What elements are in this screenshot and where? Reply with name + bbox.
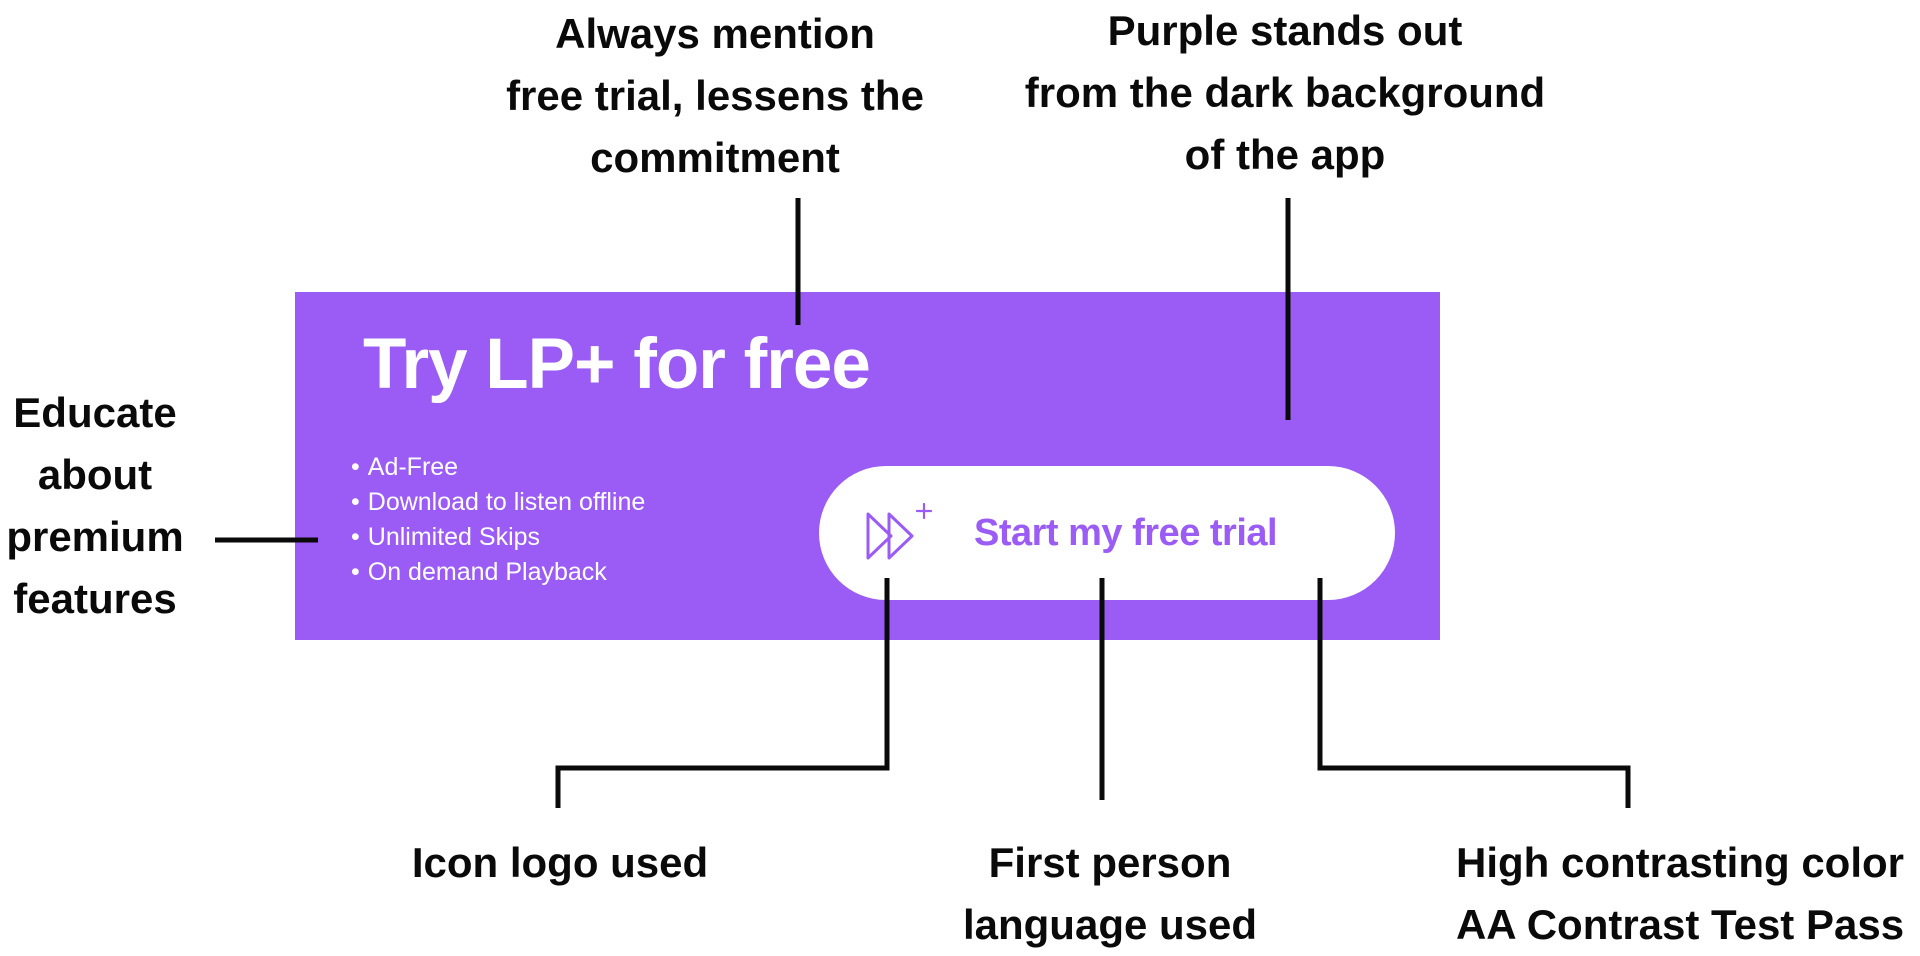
cta-label: Start my free trial xyxy=(974,512,1278,554)
banner-title: Try LP+ for free xyxy=(363,325,871,404)
callout-line: First person xyxy=(988,839,1232,886)
callout-line: premium xyxy=(6,513,184,560)
callout-line: language used xyxy=(962,901,1258,948)
start-free-trial-button[interactable]: Start my free trial xyxy=(819,466,1395,600)
callout-first-person: First person language used xyxy=(920,832,1300,956)
callout-line: High contrasting color xyxy=(1455,839,1904,886)
feature-label: Unlimited Skips xyxy=(367,523,541,551)
feature-item: •On demand Playback xyxy=(351,555,645,590)
callout-educate: Educate about premium features xyxy=(0,382,195,630)
bullet: • xyxy=(351,558,360,586)
fast-forward-plus-icon xyxy=(866,502,933,560)
feature-item: •Ad-Free xyxy=(351,450,645,485)
callout-contrast: High contrasting color AA Contrast Test … xyxy=(1440,832,1920,956)
callout-line: commitment xyxy=(590,134,840,181)
bullet: • xyxy=(351,488,360,516)
callout-line: about xyxy=(37,451,153,498)
callout-line: free trial, lessens the xyxy=(506,72,924,119)
feature-item: •Unlimited Skips xyxy=(351,520,645,555)
feature-list: •Ad-Free •Download to listen offline •Un… xyxy=(351,450,645,590)
callout-line: AA Contrast Test Pass xyxy=(1455,901,1905,948)
callout-line: from the dark background xyxy=(1024,69,1546,116)
feature-item: •Download to listen offline xyxy=(351,485,645,520)
callout-line: Educate xyxy=(13,389,177,436)
callout-purple: Purple stands out from the dark backgrou… xyxy=(995,0,1575,186)
bullet: • xyxy=(351,523,360,551)
callout-line: Always mention xyxy=(555,10,875,57)
promo-banner: Try LP+ for free •Ad-Free •Download to l… xyxy=(295,292,1440,640)
callout-icon-logo: Icon logo used xyxy=(370,832,750,894)
callout-line: Icon logo used xyxy=(411,839,709,886)
callout-free-trial: Always mention free trial, lessens the c… xyxy=(460,3,970,189)
callout-line: features xyxy=(13,575,177,622)
feature-label: Download to listen offline xyxy=(367,488,646,516)
callout-line: of the app xyxy=(1184,131,1386,178)
feature-label: On demand Playback xyxy=(367,558,607,586)
bullet: • xyxy=(351,453,360,481)
feature-label: Ad-Free xyxy=(367,453,459,481)
callout-line: Purple stands out xyxy=(1107,7,1463,54)
